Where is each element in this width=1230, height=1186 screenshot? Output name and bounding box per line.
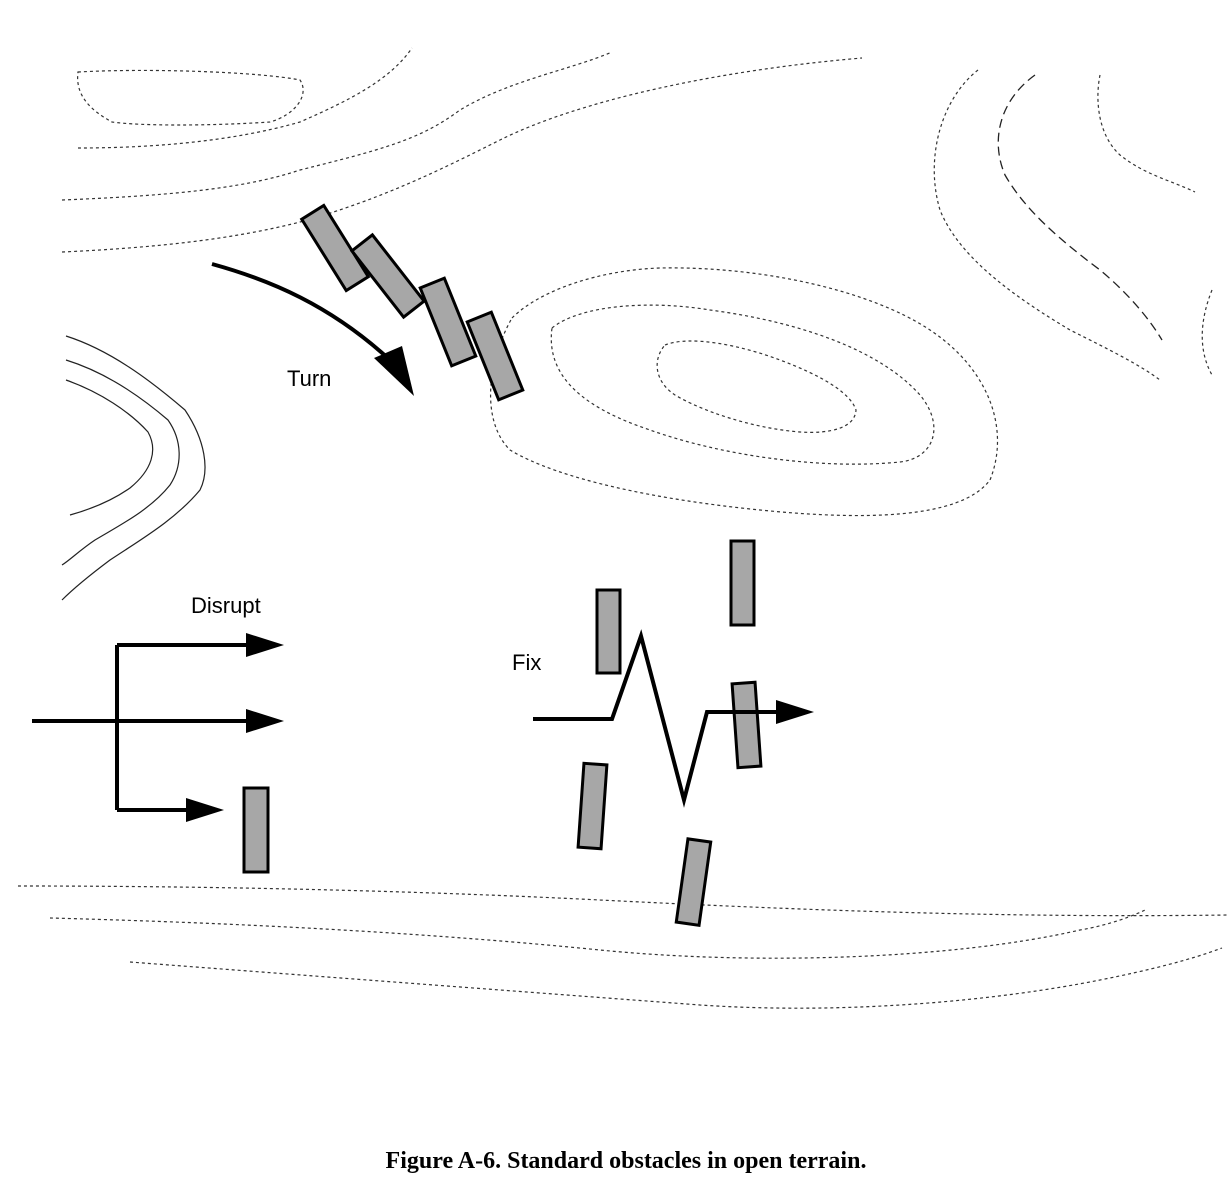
turn-obstacle-group	[299, 203, 525, 402]
fix-obstacle-5	[674, 837, 713, 927]
turn-obstacle-3	[418, 276, 478, 368]
fix-obstacle-3	[576, 761, 609, 851]
contour-top-left-lower	[61, 51, 613, 201]
turn-arrow-shaft	[211, 262, 392, 362]
fix-group	[533, 539, 814, 927]
turn-arrowhead	[374, 346, 414, 396]
contour-right-edge	[1201, 289, 1213, 376]
contour-bottom-2	[49, 909, 1146, 959]
contour-right-arc-1	[933, 69, 1161, 381]
contour-left-solid-2	[61, 359, 180, 566]
fix-obstacle-4	[730, 680, 763, 770]
contour-bottom-1	[17, 885, 1229, 917]
fix-label: Fix	[512, 650, 541, 675]
contour-left-solid-3	[65, 379, 154, 516]
turn-obstacle-4	[465, 310, 525, 402]
contour-hill-middle	[550, 304, 935, 465]
contour-top-left-upper	[77, 47, 413, 149]
disrupt-arrows	[32, 633, 284, 874]
terrain-contours	[17, 47, 1229, 1009]
turn-obstacle-1	[299, 203, 371, 293]
fix-obstacle-1	[595, 588, 622, 675]
disrupt-upper-arrowhead	[246, 633, 284, 657]
disrupt-label: Disrupt	[191, 593, 261, 618]
disrupt-lower-arrowhead	[186, 798, 224, 822]
contour-hill-outer	[489, 267, 998, 517]
turn-label: Turn	[287, 366, 331, 391]
turn-obstacle-2	[349, 232, 427, 320]
contour-right-arc-2	[997, 74, 1163, 341]
contour-top-left-closed	[77, 69, 304, 126]
turn-arrow	[211, 262, 414, 396]
contour-right-arc-3	[1097, 74, 1196, 193]
disrupt-main-arrowhead	[246, 709, 284, 733]
disrupt-obstacle	[242, 786, 270, 874]
contour-bottom-3	[129, 947, 1223, 1009]
fix-zigzag-path	[533, 629, 780, 808]
contour-hill-inner	[656, 340, 857, 433]
contour-left-solid-1	[61, 335, 206, 601]
fix-arrowhead	[776, 700, 814, 724]
figure-caption: Figure A-6. Standard obstacles in open t…	[386, 1148, 867, 1174]
fix-obstacle-2	[729, 539, 756, 627]
contour-top-mid	[61, 57, 863, 253]
